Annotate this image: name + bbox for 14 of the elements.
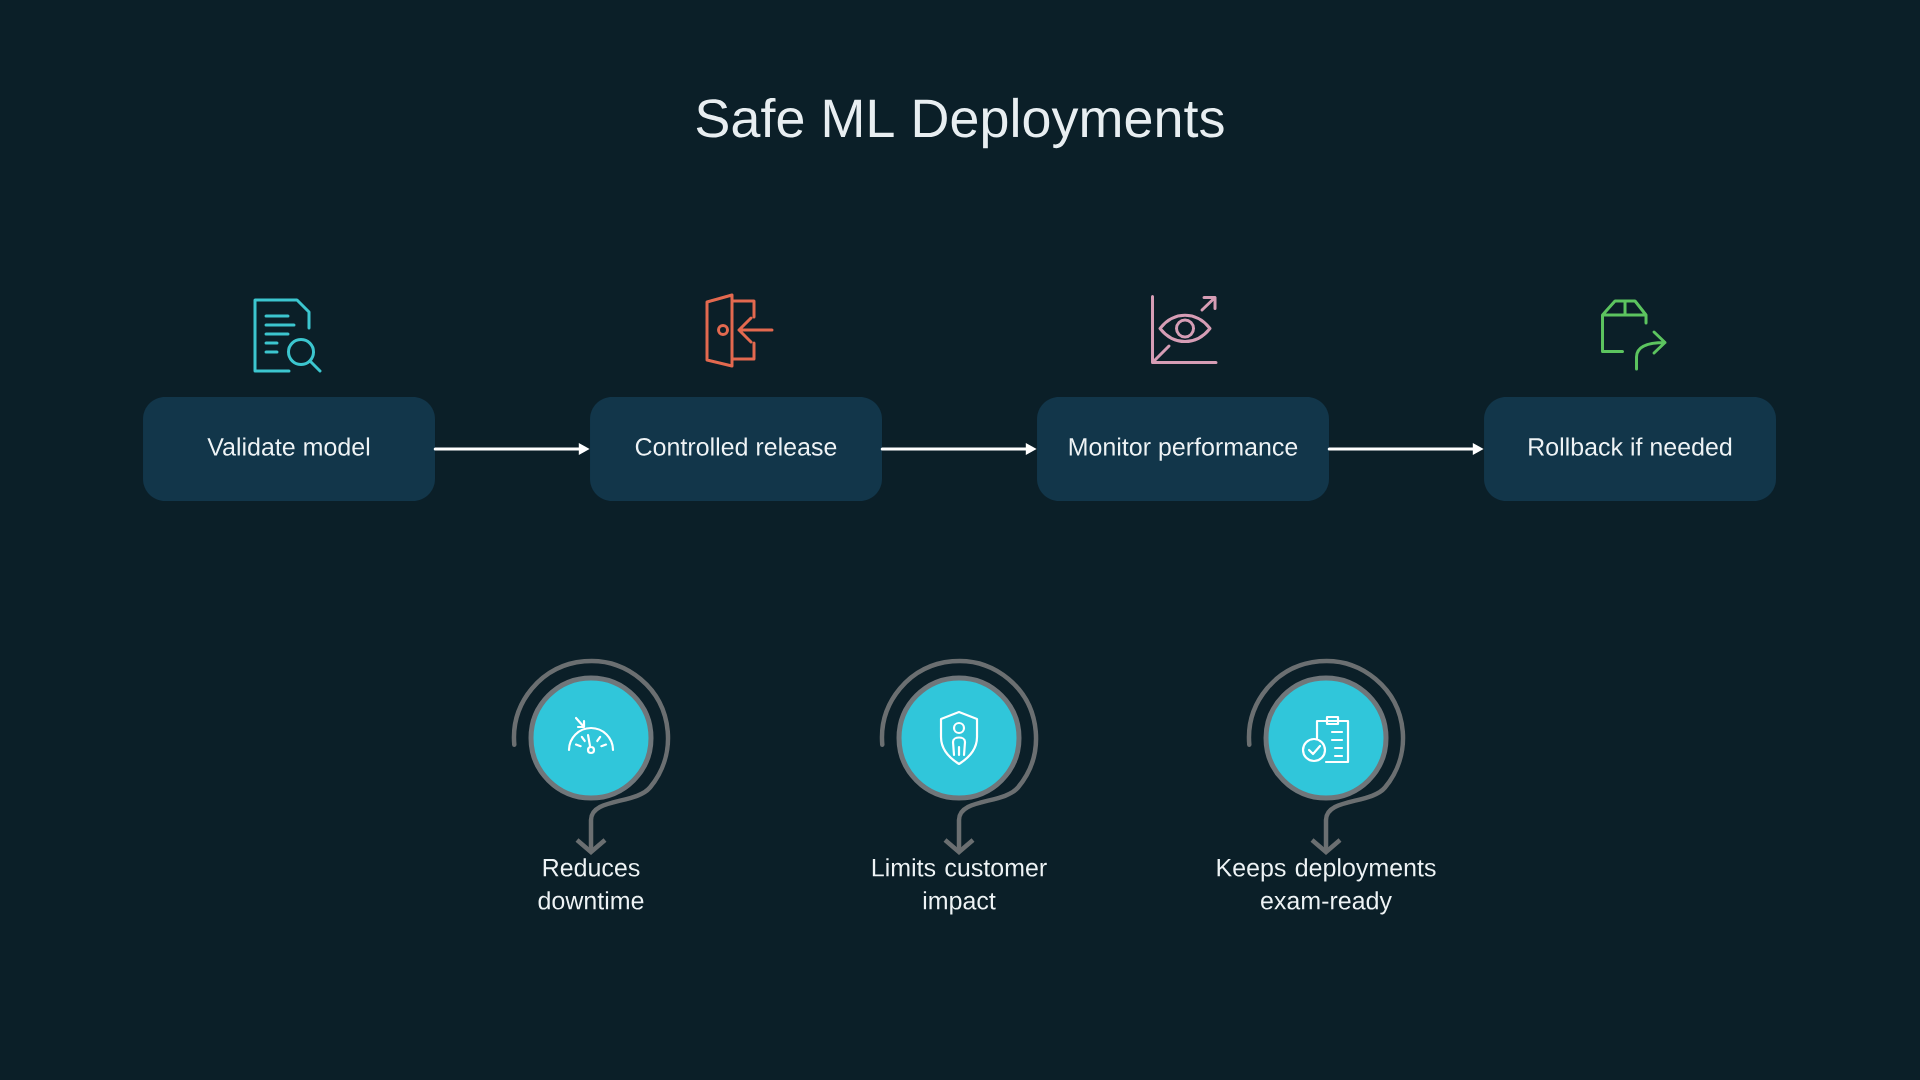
icon-circle xyxy=(1263,675,1389,801)
process-box: Validate model xyxy=(143,397,435,501)
caption-text: Limits customer impact xyxy=(872,858,1047,915)
icon-circle xyxy=(896,675,1022,801)
process-box: Rollback if needed xyxy=(1484,397,1776,501)
icon-circle xyxy=(528,675,654,801)
curved-arrow xyxy=(1246,658,1406,855)
title: Safe ML Deployments xyxy=(696,97,1224,149)
caption-text: Keeps deployments exam-ready xyxy=(1217,858,1436,915)
curved-arrow xyxy=(879,658,1039,855)
process-box: Monitor performance xyxy=(1037,397,1329,501)
process-box: Controlled release xyxy=(590,397,882,501)
caption-text: Reduces downtime xyxy=(538,858,644,910)
curved-arrow xyxy=(511,658,671,855)
